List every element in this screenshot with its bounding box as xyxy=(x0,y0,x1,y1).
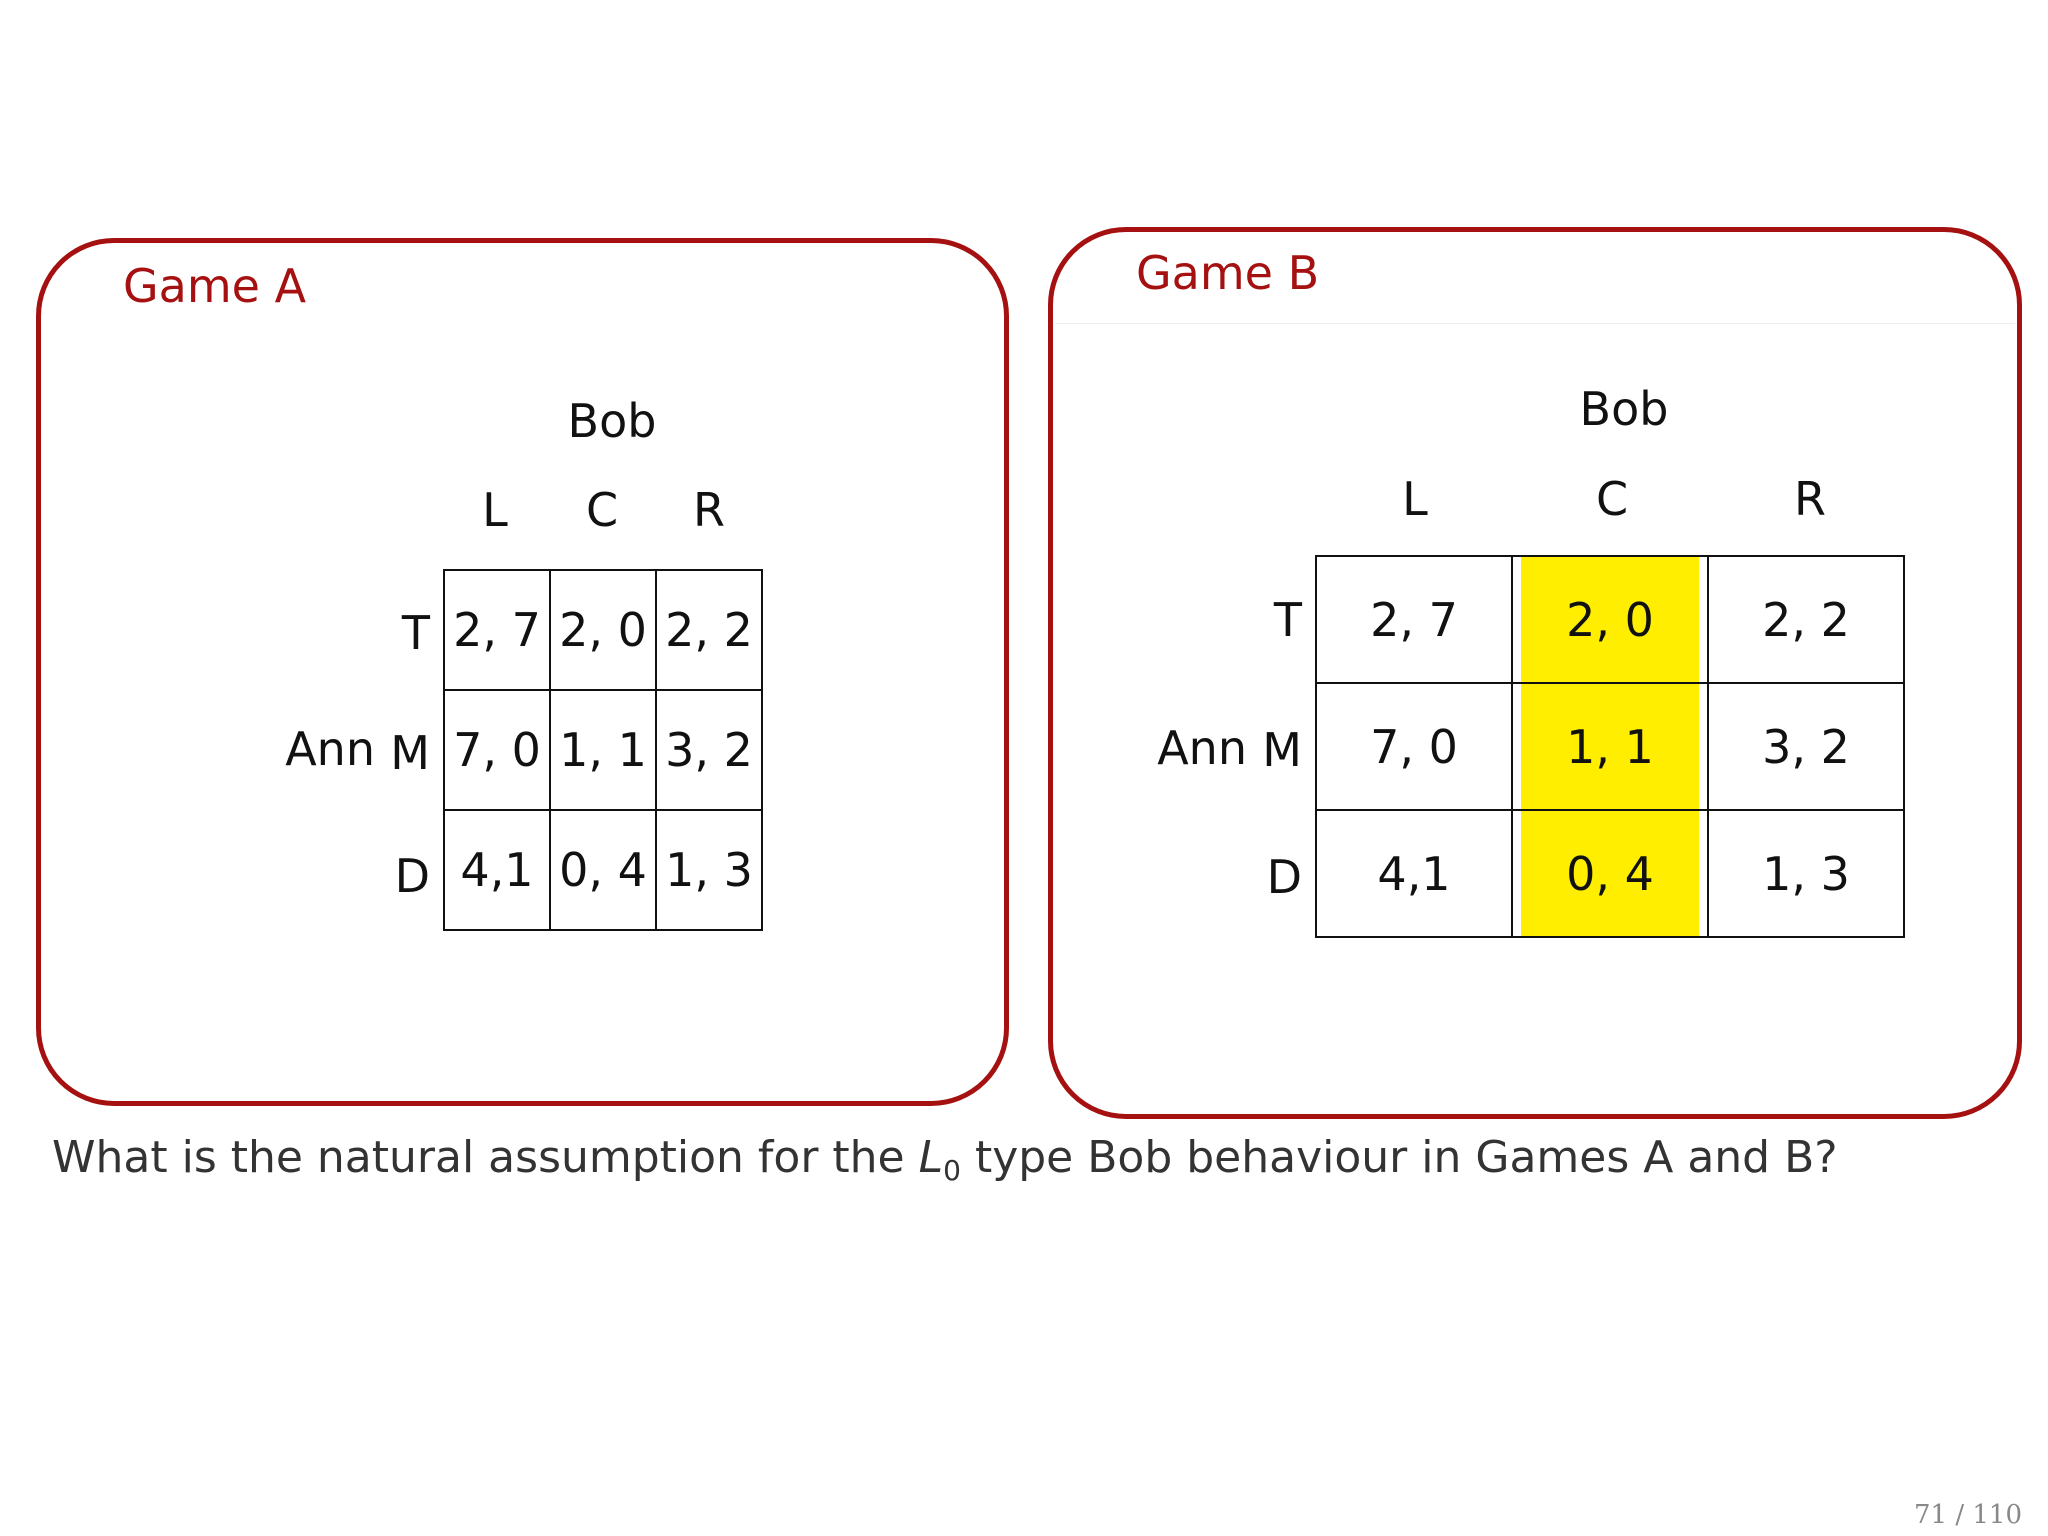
page-number: 71 / 110 xyxy=(1914,1500,2022,1530)
game-a-cell-d-r: 1, 3 xyxy=(655,809,763,931)
question-before: What is the natural assumption for the xyxy=(52,1132,919,1183)
game-a-col-r: R xyxy=(693,483,725,537)
game-b-cell-t-r: 2, 2 xyxy=(1707,555,1905,684)
table-row: 7, 0 1, 1 3, 2 xyxy=(443,689,763,811)
game-a-cell-m-c: 1, 1 xyxy=(549,689,657,811)
game-a-cell-m-r: 3, 2 xyxy=(655,689,763,811)
game-b-cell-d-c-value: 0, 4 xyxy=(1566,846,1654,901)
game-b-title: Game B xyxy=(1136,246,1320,300)
game-a-col-l: L xyxy=(482,483,508,537)
game-b-cell-d-l: 4,1 xyxy=(1315,809,1513,938)
game-b-cell-t-l: 2, 7 xyxy=(1315,555,1513,684)
game-a-row-t: T xyxy=(401,606,430,660)
game-b-cell-t-c-value: 2, 0 xyxy=(1566,592,1654,647)
highlight-fill xyxy=(1521,684,1699,809)
table-row: 2, 7 2, 0 2, 2 xyxy=(1315,555,1905,684)
game-b-row-d: D xyxy=(1266,850,1302,904)
game-a-cell-t-l: 2, 7 xyxy=(443,569,551,691)
game-b-row-m: M xyxy=(1262,723,1302,777)
game-a-row-m: M xyxy=(390,726,430,780)
game-a-cell-m-l: 7, 0 xyxy=(443,689,551,811)
game-b-col-l: L xyxy=(1402,472,1428,526)
game-a-title: Game A xyxy=(123,259,307,313)
game-b-row-t: T xyxy=(1273,593,1302,647)
game-b-cell-m-c: 1, 1 xyxy=(1511,682,1709,811)
game-a-cell-t-c: 2, 0 xyxy=(549,569,657,691)
table-row: 4,1 0, 4 1, 3 xyxy=(443,809,763,931)
game-b-col-c: C xyxy=(1595,472,1629,526)
game-b-cell-m-l: 7, 0 xyxy=(1315,682,1513,811)
game-a-payoff-table: 2, 7 2, 0 2, 2 7, 0 1, 1 3, 2 4,1 0, 4 1… xyxy=(443,569,763,931)
game-b-title-divider xyxy=(1055,323,2015,324)
game-b-cell-t-c: 2, 0 xyxy=(1511,555,1709,684)
game-b-col-r: R xyxy=(1794,472,1826,526)
game-a-cell-t-r: 2, 2 xyxy=(655,569,763,691)
table-row: 2, 7 2, 0 2, 2 xyxy=(443,569,763,691)
game-a-column-player: Bob xyxy=(567,394,657,448)
game-a-cell-d-l: 4,1 xyxy=(443,809,551,931)
game-b-cell-d-r: 1, 3 xyxy=(1707,809,1905,938)
game-b-cell-m-c-value: 1, 1 xyxy=(1566,719,1654,774)
game-b-payoff-table: 2, 7 2, 0 2, 2 7, 0 1, 1 3, 2 4,1 0, 4 1… xyxy=(1315,555,1905,938)
table-row: 4,1 0, 4 1, 3 xyxy=(1315,809,1905,938)
question-var: L xyxy=(918,1132,944,1183)
game-b-row-player: Ann xyxy=(1157,721,1247,775)
question-text: What is the natural assumption for the L… xyxy=(52,1132,1838,1187)
game-a-cell-d-c: 0, 4 xyxy=(549,809,657,931)
game-b-cell-d-c: 0, 4 xyxy=(1511,809,1709,938)
game-b-column-player: Bob xyxy=(1579,382,1669,436)
game-a-row-player: Ann xyxy=(285,722,375,776)
highlight-fill xyxy=(1521,811,1699,936)
game-a-col-c: C xyxy=(585,483,619,537)
highlight-fill xyxy=(1521,557,1699,682)
game-a-row-d: D xyxy=(394,849,430,903)
game-b-cell-m-r: 3, 2 xyxy=(1707,682,1905,811)
question-sub: 0 xyxy=(943,1154,961,1187)
question-after: type Bob behaviour in Games A and B? xyxy=(960,1132,1838,1183)
table-row: 7, 0 1, 1 3, 2 xyxy=(1315,682,1905,811)
